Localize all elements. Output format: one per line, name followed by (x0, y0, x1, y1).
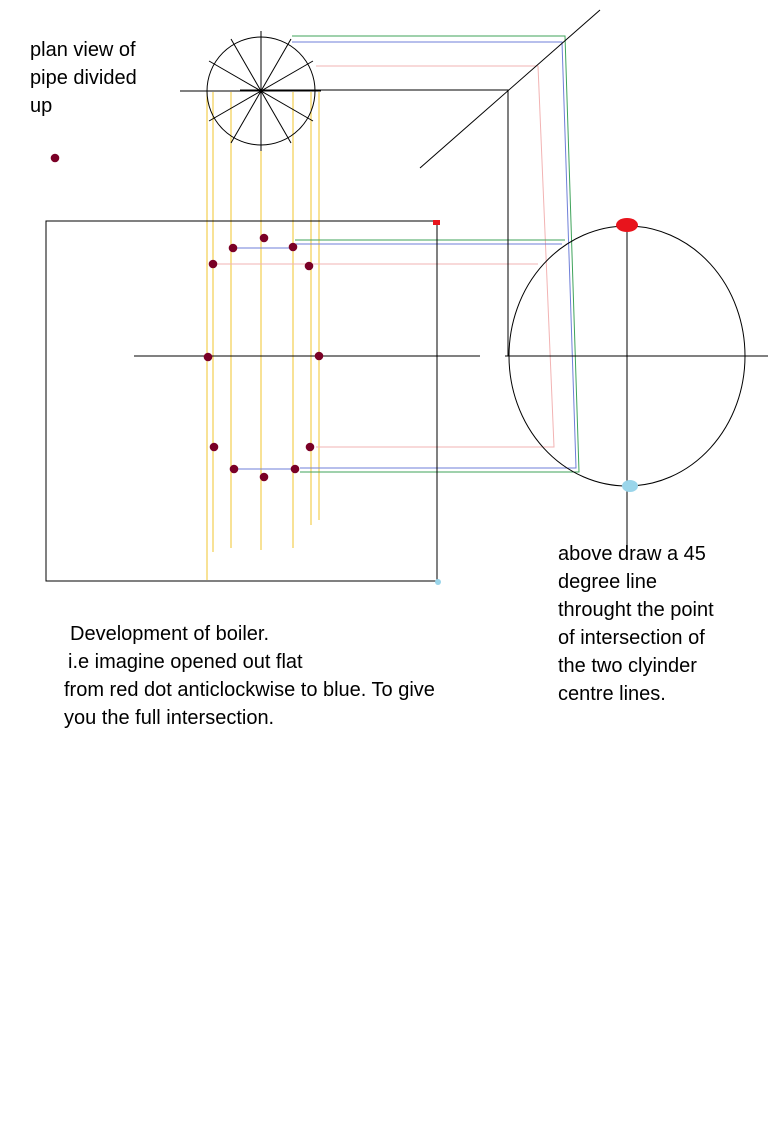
development-note-line: from red dot anticlockwise to blue. To g… (64, 679, 435, 701)
plan-view-note-line: plan view of (30, 39, 136, 61)
construction-note-line: degree line (558, 571, 657, 593)
projection-path (292, 41, 577, 469)
projection-path (292, 35, 580, 473)
construction-note-line: centre lines. (558, 683, 666, 705)
intersection-point (305, 442, 315, 452)
intersection-point (208, 259, 218, 269)
intersection-point (314, 351, 324, 361)
development-rectangle (45, 220, 438, 582)
blue-dot (622, 480, 638, 492)
intersection-point (259, 472, 269, 482)
blue-dot (435, 579, 441, 585)
pipe-centre-line (240, 89, 509, 356)
intersection-point (229, 464, 239, 474)
construction-note-line: above draw a 45 (558, 543, 706, 565)
intersection-point (50, 153, 60, 163)
development-note-line: you the full intersection. (64, 707, 275, 729)
intersection-point (228, 243, 238, 253)
development-note-line: Development of boiler. (70, 623, 270, 645)
red-dot (433, 220, 440, 225)
forty-five-degree-line (419, 9, 601, 169)
plan-view-division-line (208, 60, 314, 122)
plan-view-note-line: up (30, 95, 53, 117)
intersection-point (209, 442, 219, 452)
plan-view-note-line: pipe divided (30, 67, 137, 89)
plan-view-note: plan view of pipe divided up (30, 36, 137, 120)
development-note-line: i.e imagine opened out flat (68, 651, 303, 673)
construction-note-line: of intersection of (558, 627, 705, 649)
intersection-point (304, 261, 314, 271)
construction-note-line: the two clyinder (558, 655, 697, 677)
intersection-point (290, 464, 300, 474)
red-dot (616, 218, 638, 232)
development-note: Development of boiler. i.e imagine opene… (64, 620, 435, 732)
intersection-point (288, 242, 298, 252)
construction-note-line: throught the point (558, 599, 714, 621)
intersection-point (203, 352, 213, 362)
projection-path (316, 65, 555, 448)
intersection-point (259, 233, 269, 243)
construction-note: above draw a 45 degree line throught the… (558, 540, 714, 708)
